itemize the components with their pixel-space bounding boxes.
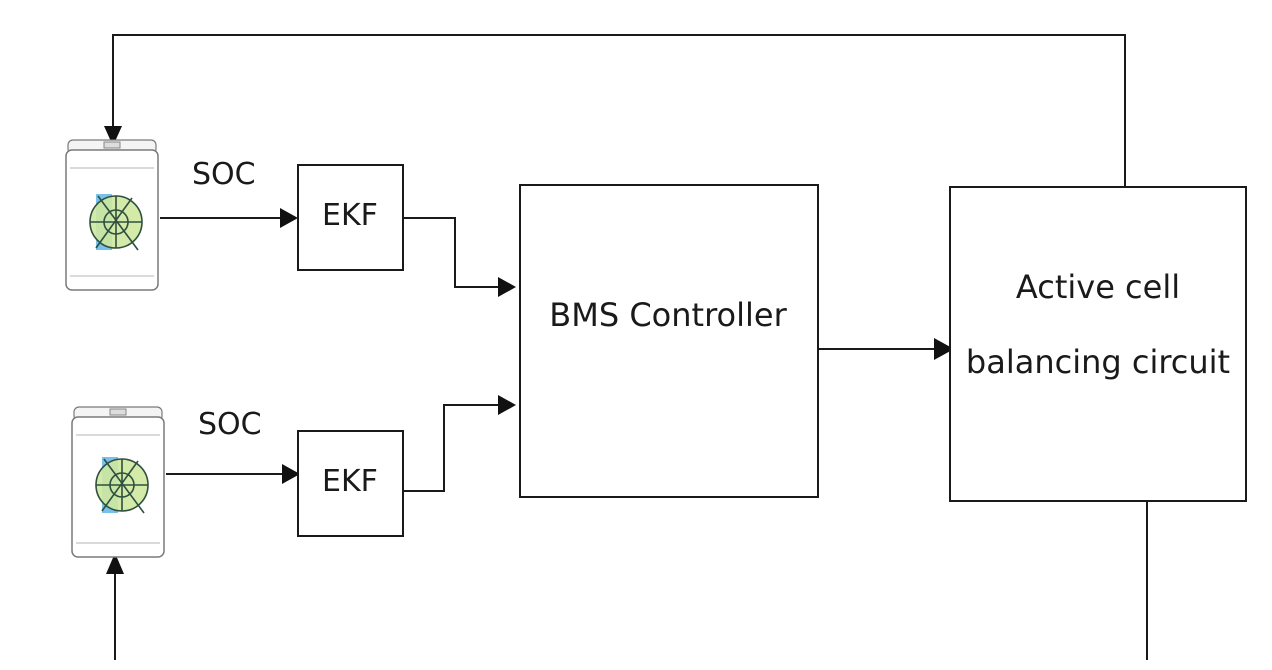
cell-symbol bbox=[95, 457, 149, 514]
ekf-label-bottom: EKF bbox=[322, 464, 378, 499]
ekf-label-top: EKF bbox=[322, 198, 378, 233]
arrow-ekf-to-bms-bottom bbox=[403, 395, 516, 492]
bms-controller-label: BMS Controller bbox=[549, 296, 787, 334]
ekf-block-top: EKF bbox=[297, 164, 404, 271]
bms-controller-block: BMS Controller bbox=[519, 184, 819, 498]
cell-symbol bbox=[89, 194, 143, 251]
balancing-label-line1: Active cell bbox=[1016, 268, 1180, 306]
feedback-wire-top bbox=[104, 34, 1126, 187]
arrow-ekf-to-bms-top bbox=[403, 217, 516, 297]
arrow-cell-to-ekf-top bbox=[160, 208, 298, 228]
ekf-block-bottom: EKF bbox=[297, 430, 404, 537]
battery-cell-icon bbox=[65, 139, 159, 291]
feedback-wire-bottom bbox=[106, 500, 1148, 660]
balancing-label-line2: balancing circuit bbox=[966, 343, 1230, 381]
arrow-bms-to-balancing bbox=[818, 338, 954, 360]
battery-cell-icon bbox=[71, 406, 165, 558]
soc-label-bottom: SOC bbox=[198, 407, 262, 442]
balancing-circuit-block: Active cell balancing circuit bbox=[949, 186, 1247, 502]
arrow-cell-to-ekf-bottom bbox=[166, 464, 300, 484]
soc-label-top: SOC bbox=[192, 157, 256, 192]
